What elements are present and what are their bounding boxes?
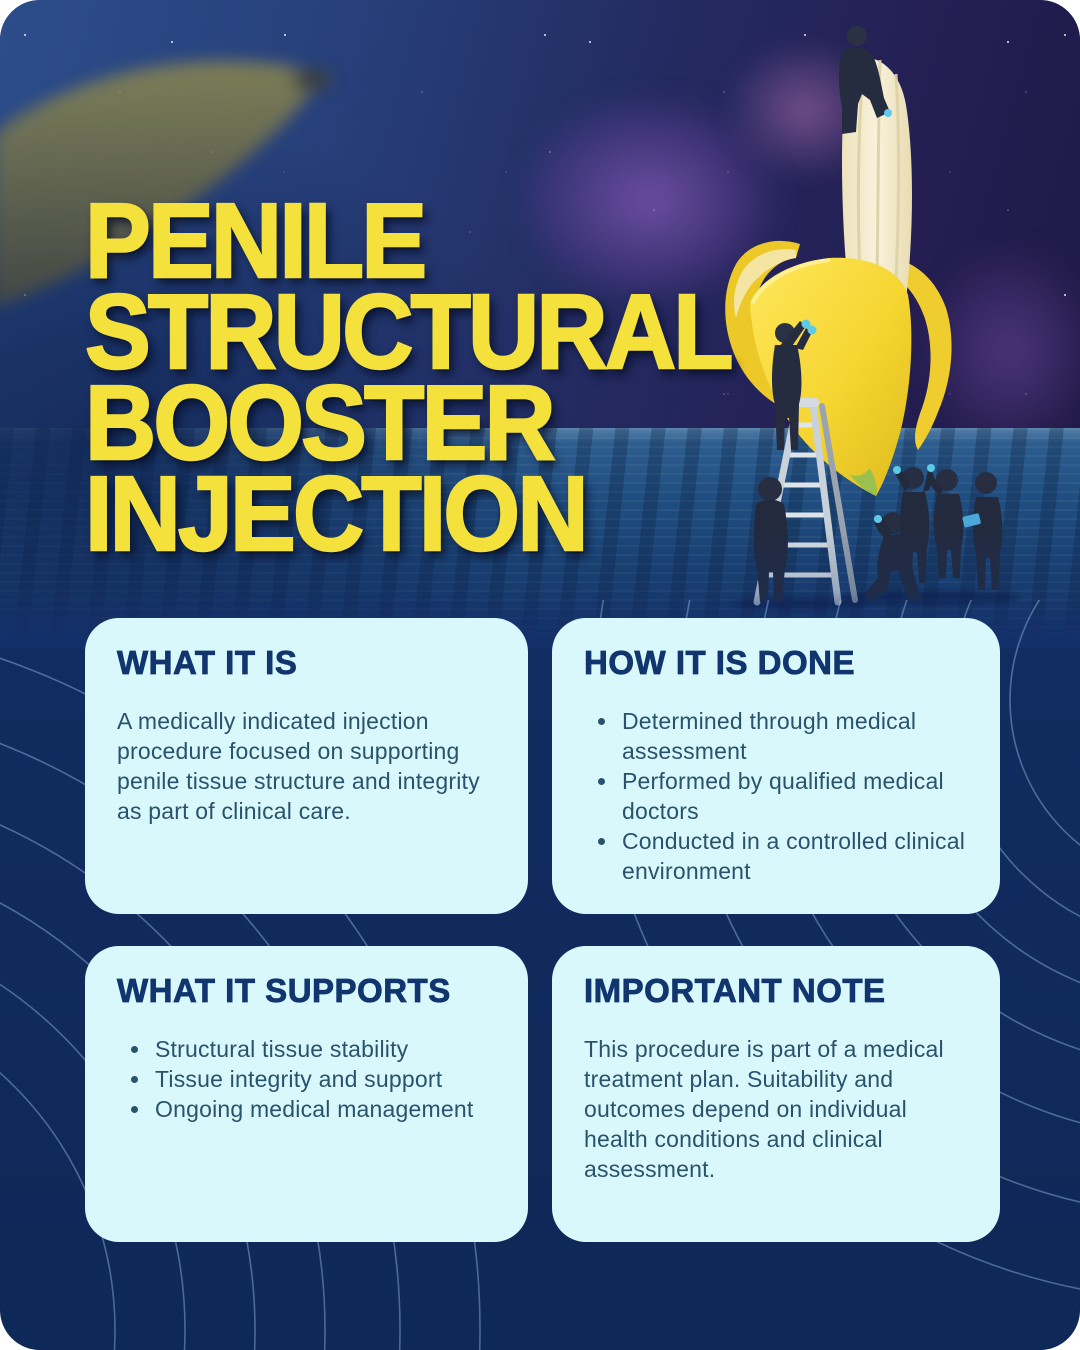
bullet-item: Determined through medical assessment xyxy=(598,706,970,766)
card-heading: HOW IT IS DONE xyxy=(584,644,855,682)
poster-title: PENILE STRUCTURAL BOOSTER INJECTION xyxy=(84,187,779,573)
bullet-item: Ongoing medical management xyxy=(131,1094,498,1124)
card-paragraph: A medically indicated injection procedur… xyxy=(117,708,480,824)
card-heading: WHAT IT IS xyxy=(117,644,298,682)
card-paragraph: This procedure is part of a medical trea… xyxy=(584,1036,944,1182)
card-how-it-is-done: HOW IT IS DONE Determined through medica… xyxy=(552,618,1000,914)
worker-on-banana xyxy=(839,26,892,135)
card-heading: WHAT IT SUPPORTS xyxy=(117,972,451,1010)
bullet-item: Tissue integrity and support xyxy=(131,1064,498,1094)
bullet-item: Conducted in a controlled clinical envir… xyxy=(598,826,970,886)
card-what-it-is: WHAT IT IS A medically indicated injecti… xyxy=(85,618,528,914)
card-what-it-supports: WHAT IT SUPPORTS Structural tissue stabi… xyxy=(85,946,528,1242)
faint-banana-silhouette xyxy=(0,61,332,306)
hero-illustration: PENILE STRUCTURAL BOOSTER INJECTION xyxy=(0,0,1080,648)
banana-illustration xyxy=(725,56,952,496)
card-important-note: IMPORTANT NOTE This procedure is part of… xyxy=(552,946,1000,1242)
card-heading: IMPORTANT NOTE xyxy=(584,972,886,1010)
worker-climbing xyxy=(772,319,817,450)
bullet-item: Performed by qualified medical doctors xyxy=(598,766,970,826)
bullet-item: Structural tissue stability xyxy=(131,1034,498,1064)
title-line: INJECTION xyxy=(84,455,590,573)
info-cards: WHAT IT IS A medically indicated injecti… xyxy=(85,618,1000,1242)
